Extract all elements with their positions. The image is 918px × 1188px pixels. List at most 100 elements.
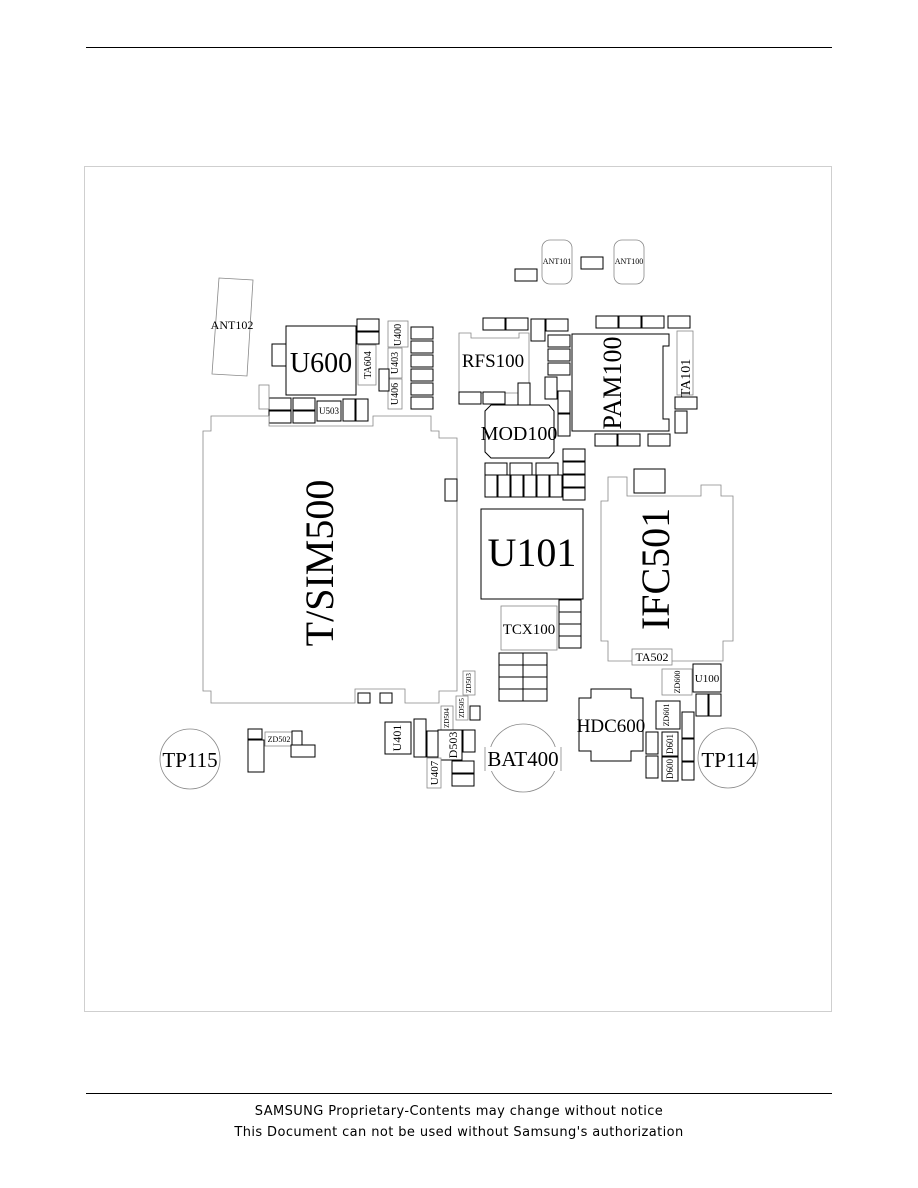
resistor-array [410, 326, 434, 410]
footer-line-2: This Document can not be used without Sa… [234, 1125, 684, 1140]
tsim500-label: T/SIM500 [297, 480, 342, 647]
d601-pad [661, 731, 679, 757]
component-pad [268, 397, 292, 411]
ta101-label: TA101 [679, 359, 694, 398]
ta604-pad [357, 344, 377, 386]
ant102-pad [211, 277, 254, 377]
mod100-chip [484, 404, 555, 459]
u400-pad [387, 320, 409, 348]
zd502-label: ZD502 [268, 735, 291, 744]
d601-label: D601 [665, 734, 675, 754]
zd601-pad [655, 700, 681, 730]
component-pad [355, 398, 369, 422]
rfs100-label: RFS100 [462, 351, 524, 372]
u403-label: U403 [390, 352, 401, 374]
ant100-label: ANT100 [615, 257, 643, 266]
ifc501-label: IFC501 [633, 508, 678, 630]
pam100-label: PAM100 [598, 337, 627, 430]
d503-pad [437, 729, 463, 761]
u407-pad [426, 757, 442, 789]
u100-label: U100 [695, 673, 720, 685]
u101-chip [480, 508, 584, 600]
ta101-pad [676, 330, 694, 396]
component-pad [681, 711, 695, 739]
pcb-layout-frame: ANT101 ANT100 ANT102 U600 TA604 U403 U40… [84, 166, 832, 1012]
u406-pad [387, 378, 403, 410]
u403-pad [387, 347, 403, 379]
tsim500-socket [202, 415, 458, 704]
ta502-pad [631, 648, 673, 666]
component-pad [413, 718, 427, 758]
component-pad [458, 391, 482, 405]
component-pad [451, 773, 475, 787]
u407-label: U407 [429, 760, 441, 785]
component-pad [258, 384, 270, 410]
component-pad [645, 731, 659, 755]
component-pad [356, 331, 380, 345]
pcb-component-diagram: ANT101 ANT100 ANT102 U600 TA604 U403 U40… [159, 239, 759, 793]
component-pad [271, 343, 287, 367]
component-pad [247, 739, 265, 773]
component-pad [290, 744, 316, 758]
hdc600-part [578, 688, 644, 762]
d600-pad [661, 756, 679, 782]
ant100-pad [613, 239, 645, 285]
bat400-label: BAT400 [487, 747, 558, 771]
component-pad [633, 468, 666, 494]
zd503-label: ZD503 [465, 673, 473, 693]
component-pad [469, 705, 481, 721]
component-pad [482, 391, 506, 405]
u400-label: U400 [393, 324, 404, 346]
d600-label: D600 [665, 759, 675, 779]
ant101-label: ANT101 [543, 257, 571, 266]
u101-label: U101 [488, 530, 577, 575]
zd601-label: ZD601 [662, 704, 671, 727]
component-pad [545, 318, 569, 332]
footer-notice: SAMSUNG Proprietary-Contents may change … [0, 1101, 918, 1143]
u503-label: U503 [319, 406, 339, 416]
ta604-label: TA604 [363, 351, 374, 379]
component-pad [530, 318, 546, 342]
component-pad [292, 397, 316, 411]
ifc501-connector [600, 476, 734, 662]
component-pad [695, 693, 709, 717]
u406-label: U406 [390, 383, 401, 405]
ta502-label: TA502 [635, 650, 668, 664]
component-pad [357, 692, 371, 704]
u401-pad [384, 721, 412, 755]
header-rule [86, 47, 832, 48]
ant102-label: ANT102 [211, 318, 254, 332]
component-pad [292, 410, 316, 424]
footer-rule [86, 1093, 832, 1094]
mod100-label: MOD100 [481, 423, 558, 445]
rfs100-outline [458, 332, 530, 394]
component-pad [462, 729, 476, 753]
u503-pad [316, 400, 342, 422]
tp114-pad [697, 727, 759, 789]
tcx100-label: TCX100 [503, 622, 556, 638]
tp114-label: TP114 [701, 748, 757, 772]
component-pad [708, 693, 722, 717]
resistor-array [498, 652, 548, 702]
u401-label: U401 [390, 725, 404, 752]
u600-chip [285, 325, 357, 396]
component-pad [378, 368, 390, 392]
zd503-pad [462, 670, 476, 696]
zd600-pad [661, 668, 693, 696]
u100-pad [692, 663, 722, 693]
component-pad [505, 317, 529, 331]
pam100-chip [571, 333, 670, 432]
component-pad [342, 398, 356, 422]
tp115-label: TP115 [162, 748, 217, 772]
hdc600-label: HDC600 [577, 716, 646, 737]
tcx100-part [500, 605, 558, 651]
d503-label: D503 [446, 732, 460, 759]
component-pad [681, 761, 695, 781]
resistor-array [544, 315, 698, 447]
component-pad [482, 317, 506, 331]
component-pad [580, 256, 604, 270]
footer-line-1: SAMSUNG Proprietary-Contents may change … [254, 1104, 664, 1119]
component-pad [356, 318, 380, 332]
component-pad [681, 738, 695, 762]
component-pad [268, 410, 292, 424]
